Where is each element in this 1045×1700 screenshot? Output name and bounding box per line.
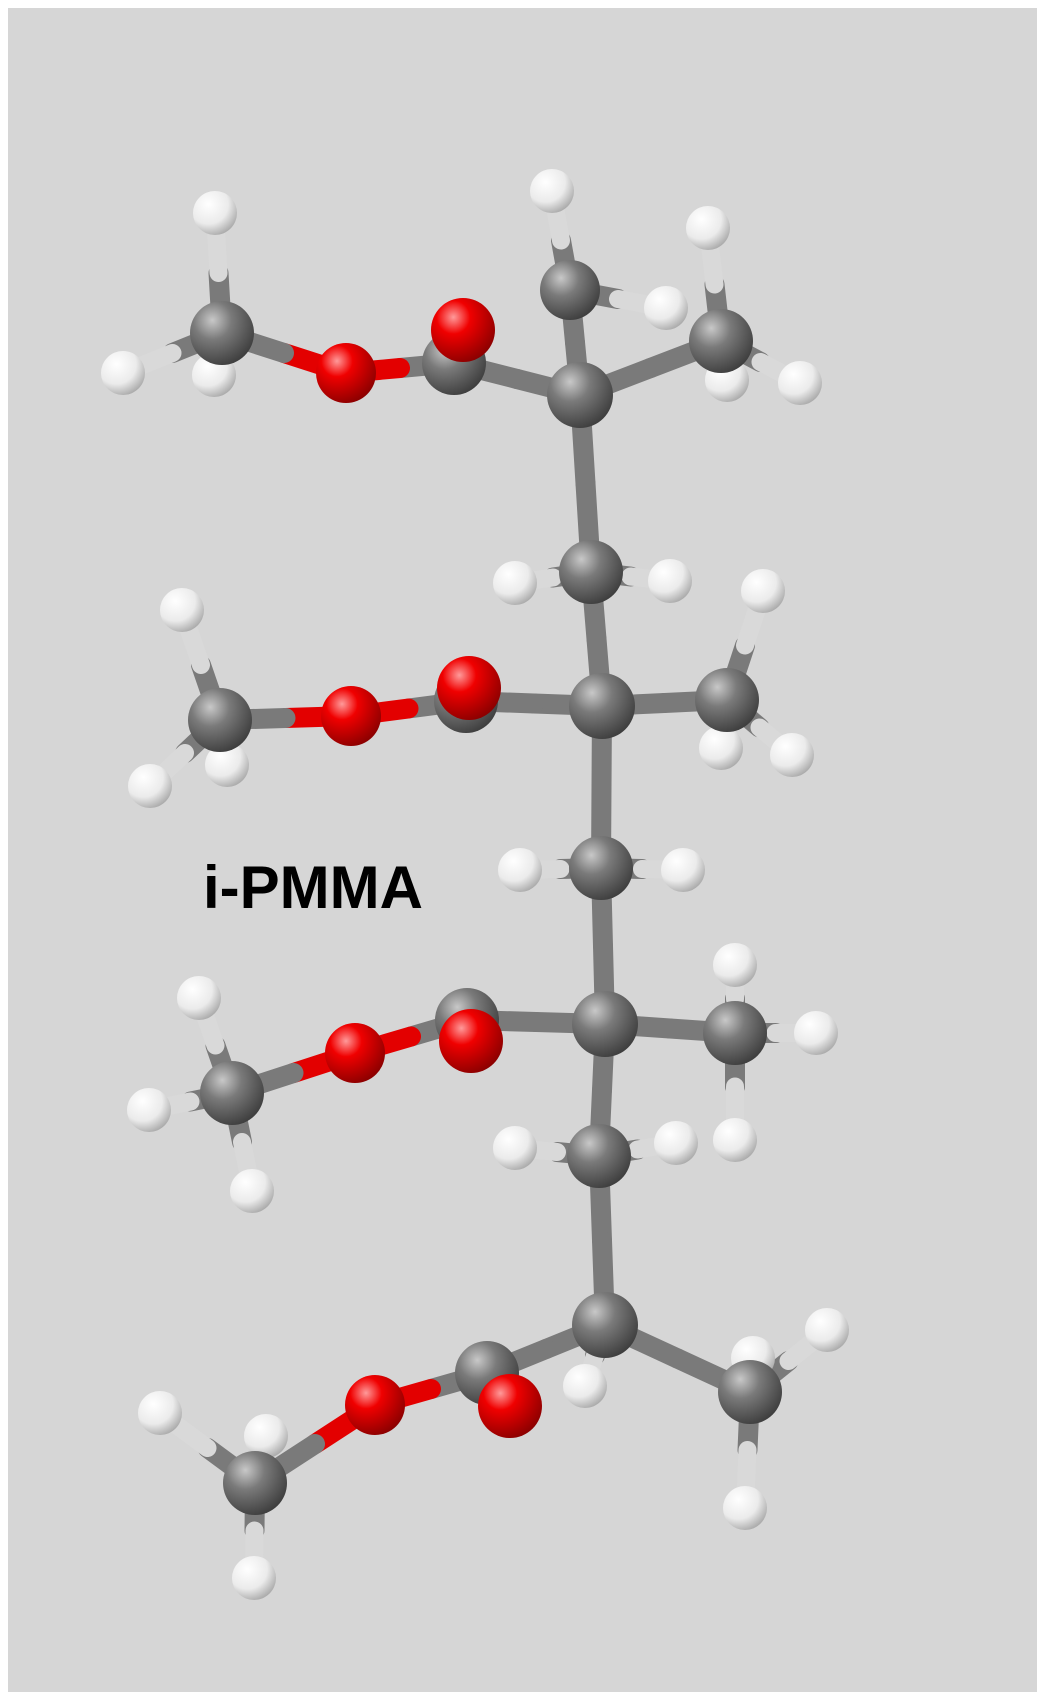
hydrogen-atom	[770, 733, 814, 777]
carbon-atom	[200, 1061, 264, 1125]
hydrogen-atom	[654, 1121, 698, 1165]
oxygen-atom	[431, 298, 495, 362]
hydrogen-atom	[713, 943, 757, 987]
oxygen-atom	[325, 1023, 385, 1083]
oxygen-atom	[316, 343, 376, 403]
carbon-atom	[569, 673, 635, 739]
carbon-atom	[547, 362, 613, 428]
hydrogen-atom	[177, 976, 221, 1020]
carbon-atom	[569, 836, 633, 900]
oxygen-atom	[437, 656, 501, 720]
hydrogen-atom	[644, 286, 688, 330]
atoms-layer	[101, 169, 849, 1600]
hydrogen-atom	[741, 569, 785, 613]
hydrogen-atom	[661, 848, 705, 892]
hydrogen-atom	[778, 361, 822, 405]
carbon-atom	[572, 1292, 638, 1358]
carbon-atom	[718, 1360, 782, 1424]
hydrogen-atom	[138, 1391, 182, 1435]
hydrogen-atom	[101, 351, 145, 395]
oxygen-atom	[321, 686, 381, 746]
oxygen-atom	[439, 1009, 503, 1073]
hydrogen-atom	[244, 1414, 288, 1458]
hydrogen-atom	[805, 1308, 849, 1352]
carbon-atom	[703, 1001, 767, 1065]
hydrogen-atom	[493, 561, 537, 605]
hydrogen-atom	[723, 1486, 767, 1530]
carbon-atom	[689, 309, 753, 373]
carbon-atom	[190, 301, 254, 365]
molecule-label: i-PMMA	[203, 854, 423, 921]
hydrogen-atom	[232, 1556, 276, 1600]
oxygen-atom	[345, 1375, 405, 1435]
oxygen-atom	[478, 1374, 542, 1438]
hydrogen-atom	[493, 1126, 537, 1170]
carbon-atom	[223, 1451, 287, 1515]
hydrogen-atom	[699, 726, 743, 770]
carbon-atom	[559, 540, 623, 604]
carbon-atom	[567, 1124, 631, 1188]
hydrogen-atom	[205, 743, 249, 787]
molecule-model	[101, 169, 849, 1600]
hydrogen-atom	[160, 588, 204, 632]
carbon-atom	[540, 260, 600, 320]
hydrogen-atom	[127, 1088, 171, 1132]
hydrogen-atom	[530, 169, 574, 213]
hydrogen-atom	[686, 206, 730, 250]
hydrogen-atom	[794, 1011, 838, 1055]
hydrogen-atom	[648, 559, 692, 603]
hydrogen-atom	[713, 1118, 757, 1162]
hydrogen-atom	[193, 191, 237, 235]
hydrogen-atom	[498, 848, 542, 892]
molecule-viewport: i-PMMA	[8, 8, 1037, 1692]
carbon-atom	[572, 991, 638, 1057]
hydrogen-atom	[128, 764, 172, 808]
hydrogen-atom	[230, 1169, 274, 1213]
carbon-atom	[188, 688, 252, 752]
carbon-atom	[695, 668, 759, 732]
hydrogen-atom	[563, 1364, 607, 1408]
